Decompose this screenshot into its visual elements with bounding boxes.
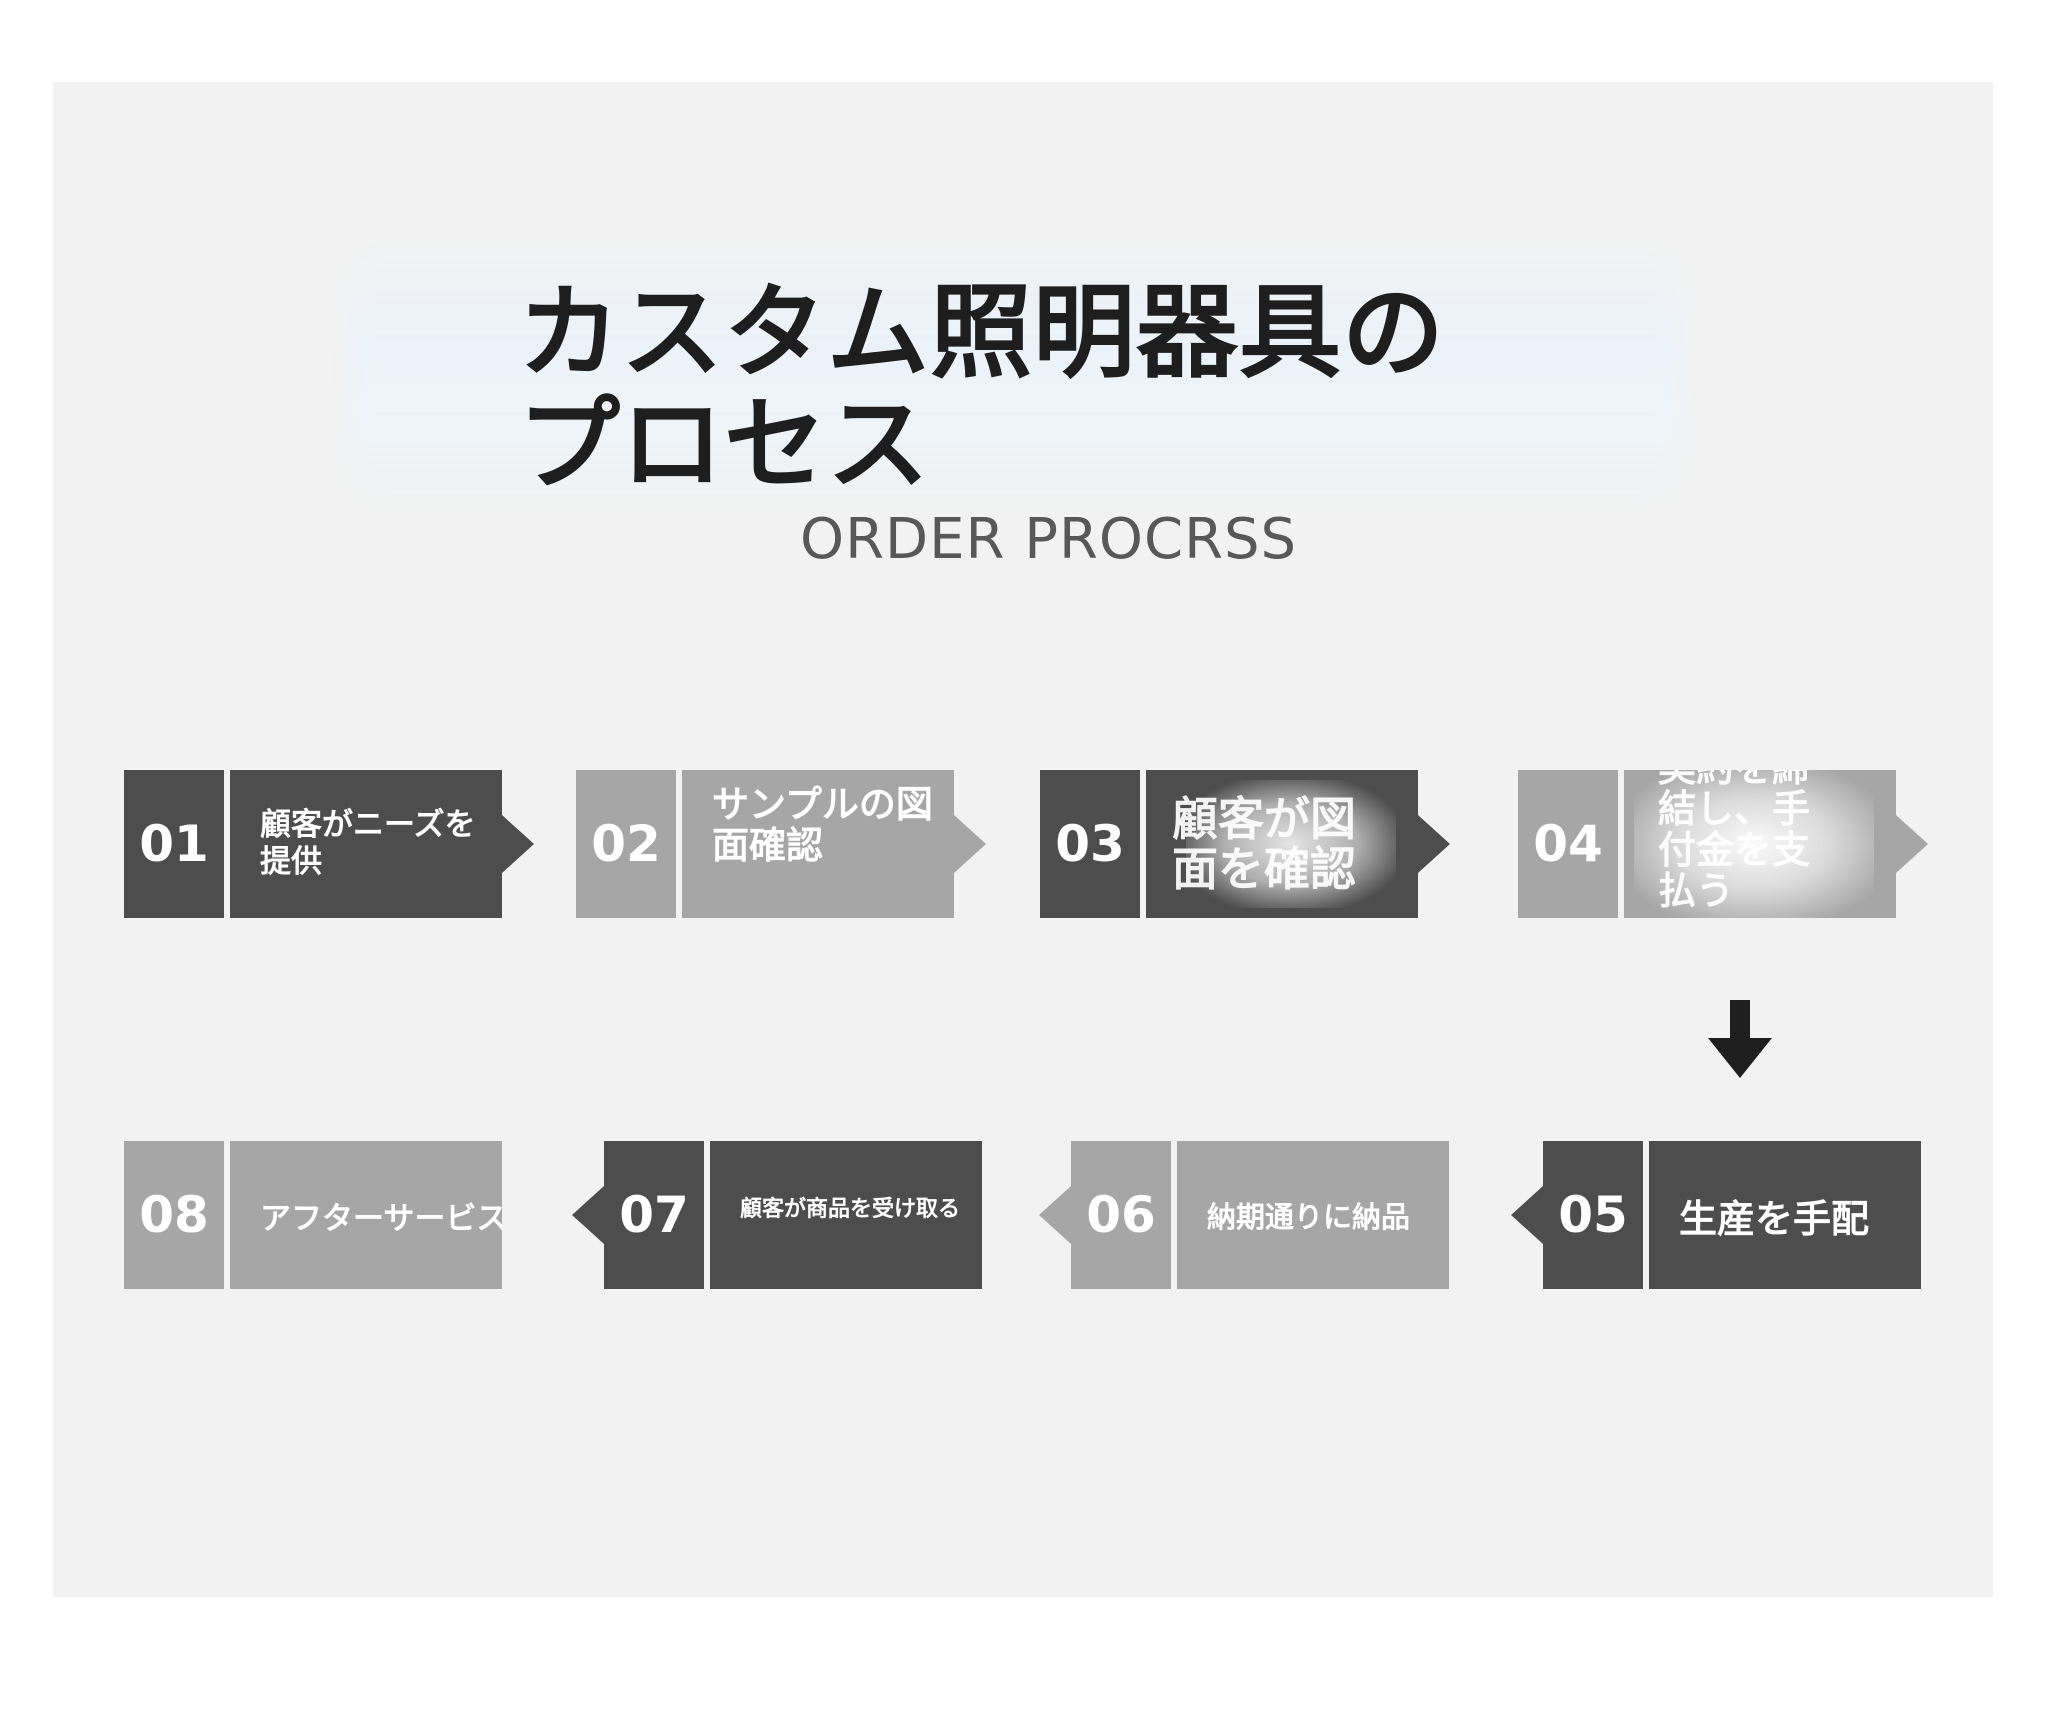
step-label: 顧客がニーズを提供 bbox=[260, 807, 476, 880]
step-label: 生産を手配 bbox=[1679, 1196, 1870, 1241]
arrow-left-icon bbox=[1511, 1186, 1543, 1244]
step-label: サンプルの図面確認 bbox=[712, 783, 933, 867]
label-glow bbox=[1186, 780, 1396, 908]
arrow-right-icon bbox=[954, 815, 986, 873]
step-number: 06 bbox=[1071, 1141, 1171, 1289]
step-body: 顧客がニーズを提供 bbox=[230, 770, 502, 918]
step-07: 07 顧客が商品を受け取る bbox=[572, 1141, 982, 1289]
step-number: 01 bbox=[124, 770, 224, 918]
step-body: アフターサービス bbox=[230, 1141, 502, 1289]
step-number: 04 bbox=[1518, 770, 1618, 918]
step-number: 07 bbox=[604, 1141, 704, 1289]
step-body: 顧客が図面を確認 bbox=[1146, 770, 1418, 918]
step-body: サンプルの図面確認 bbox=[682, 770, 954, 918]
arrow-down-icon bbox=[1708, 1000, 1772, 1078]
step-body: 契約を締結し、手付金を支払う bbox=[1624, 770, 1896, 918]
step-04: 04 契約を締結し、手付金を支払う bbox=[1518, 770, 1928, 918]
step-label: 顧客が図面を確認 bbox=[1172, 792, 1356, 896]
step-02: 02 サンプルの図面確認 bbox=[576, 770, 986, 918]
step-body: 顧客が商品を受け取る bbox=[710, 1141, 982, 1289]
arrow-left-icon bbox=[572, 1186, 604, 1244]
step-label: 契約を締結し、手付金を支払う bbox=[1658, 770, 1811, 913]
page-subtitle: ORDER PROCRSS bbox=[800, 507, 1298, 572]
step-05: 05 生産を手配 bbox=[1511, 1141, 1921, 1289]
step-label: 納期通りに納品 bbox=[1207, 1200, 1411, 1234]
step-08: 08 アフターサービス bbox=[124, 1141, 502, 1289]
step-label: アフターサービス bbox=[260, 1200, 502, 1237]
label-glow bbox=[1634, 770, 1874, 918]
arrow-right-icon bbox=[1896, 815, 1928, 873]
step-06: 06 納期通りに納品 bbox=[1039, 1141, 1449, 1289]
step-body: 生産を手配 bbox=[1649, 1141, 1921, 1289]
step-01: 01 顧客がニーズを提供 bbox=[124, 770, 534, 918]
step-label: 顧客が商品を受け取る bbox=[740, 1197, 961, 1222]
arrow-right-icon bbox=[502, 815, 534, 873]
arrow-left-icon bbox=[1039, 1186, 1071, 1244]
step-number: 08 bbox=[124, 1141, 224, 1289]
step-number: 02 bbox=[576, 770, 676, 918]
page-title: カスタム照明器具のプロセス bbox=[518, 274, 1445, 505]
title-highlight bbox=[350, 240, 1680, 510]
step-number: 05 bbox=[1543, 1141, 1643, 1289]
arrow-right-icon bbox=[1418, 815, 1450, 873]
step-number: 03 bbox=[1040, 770, 1140, 918]
step-body: 納期通りに納品 bbox=[1177, 1141, 1449, 1289]
step-03: 03 顧客が図面を確認 bbox=[1040, 770, 1450, 918]
